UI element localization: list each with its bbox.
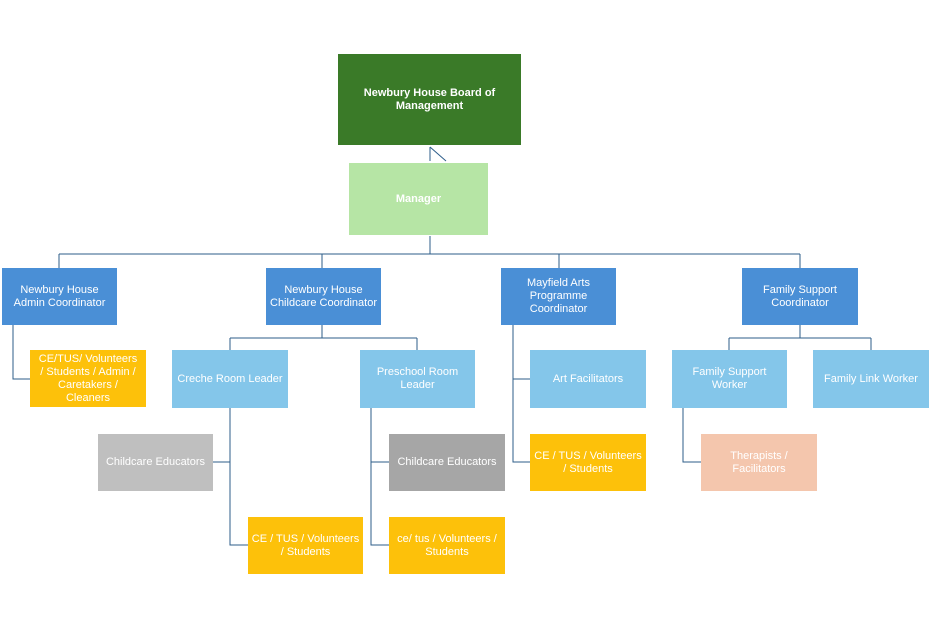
preschool-childcare-educators-box: Childcare Educators	[389, 434, 505, 491]
connector-arts-spine	[512, 325, 530, 463]
family-link-worker-box: Family Link Worker	[813, 350, 929, 408]
creche-childcare-educators-box: Childcare Educators	[98, 434, 213, 491]
connector-admin-volunteers	[12, 325, 30, 380]
connector-board-manager-notch	[429, 146, 447, 162]
connector-therapists	[682, 408, 701, 463]
connector-creche-spine	[229, 408, 248, 546]
art-facilitators-box: Art Facilitators	[530, 350, 646, 408]
arts-volunteers-box: CE / TUS / Volunteers / Students	[530, 434, 646, 491]
therapists-facilitators-box: Therapists / Facilitators	[701, 434, 817, 491]
preschool-room-leader-box: Preschool Room Leader	[360, 350, 475, 408]
connector-preschool-spine	[370, 408, 389, 546]
manager-box: Manager	[349, 163, 488, 235]
board-of-management-box: Newbury House Board of Management	[338, 54, 521, 145]
preschool-volunteers-box: ce/ tus / Volunteers / Students	[389, 517, 505, 574]
admin-volunteers-box: CE/TUS/ Volunteers / Students / Admin / …	[30, 350, 146, 407]
childcare-coordinator-box: Newbury House Childcare Coordinator	[266, 268, 381, 325]
creche-volunteers-box: CE / TUS / Volunteers / Students	[248, 517, 363, 574]
creche-room-leader-box: Creche Room Leader	[172, 350, 288, 408]
admin-coordinator-box: Newbury House Admin Coordinator	[2, 268, 117, 325]
family-support-worker-box: Family Support Worker	[672, 350, 787, 408]
family-support-coordinator-box: Family Support Coordinator	[742, 268, 858, 325]
arts-coordinator-box: Mayfield Arts Programme Coordinator	[501, 268, 616, 325]
